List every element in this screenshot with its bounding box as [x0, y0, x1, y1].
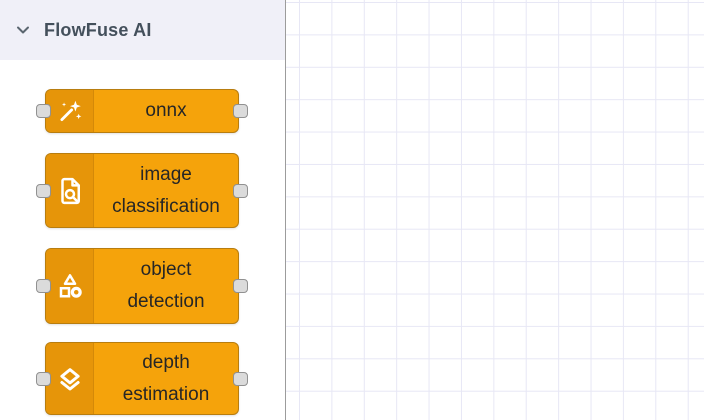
node-icon-region — [46, 90, 94, 132]
palette-category-title: FlowFuse AI — [44, 19, 152, 40]
shapes-icon — [59, 274, 82, 298]
palette-canvas-divider — [285, 0, 286, 420]
output-port — [233, 371, 248, 386]
palette-category-header[interactable]: FlowFuse AI — [0, 0, 285, 60]
input-port — [36, 104, 51, 118]
palette-node-object-detection[interactable]: object detection — [36, 248, 248, 324]
node-label: image classification — [112, 163, 220, 217]
palette-node-depth-estimation[interactable]: depth estimation — [36, 342, 248, 415]
magic-wand-icon — [59, 100, 81, 122]
input-port — [36, 183, 51, 198]
file-search-icon — [60, 177, 80, 204]
output-port — [233, 104, 248, 118]
palette-node-image-classification[interactable]: image classification — [36, 153, 248, 228]
palette-node-onnx[interactable]: onnx — [36, 89, 248, 133]
node-icon-region — [46, 249, 94, 323]
output-port — [233, 183, 248, 198]
flow-canvas[interactable] — [286, 0, 704, 420]
node-icon-region — [46, 154, 94, 227]
node-label: onnx — [145, 100, 187, 121]
output-port — [233, 279, 248, 293]
chevron-down-icon[interactable] — [16, 25, 30, 35]
node-label: object detection — [127, 259, 205, 312]
node-palette: FlowFuse AI onnx — [0, 0, 285, 420]
input-port — [36, 371, 51, 386]
node-icon-region — [46, 343, 94, 414]
layers-icon — [59, 367, 80, 390]
node-label: depth estimation — [122, 351, 210, 405]
input-port — [36, 279, 51, 293]
